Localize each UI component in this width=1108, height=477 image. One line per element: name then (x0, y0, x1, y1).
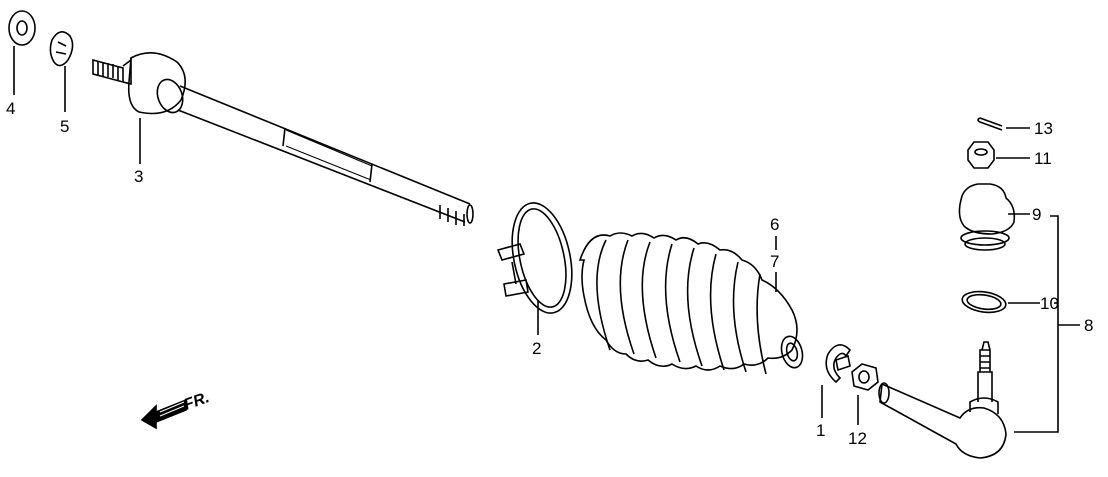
rack-end-part-3 (92, 52, 474, 226)
callout-2: 2 (532, 339, 542, 358)
boot-clamp-part-2 (496, 202, 573, 335)
callout-1: 1 (816, 421, 826, 440)
clip-part-1 (821, 344, 852, 418)
callout-11: 11 (1034, 149, 1052, 168)
front-direction-arrow-icon (140, 397, 187, 430)
dust-seal-part-9 (958, 183, 1030, 251)
tie-rod-end-part-8 (878, 341, 1007, 459)
clip-ring-part-10 (961, 290, 1040, 314)
nut-part-12 (851, 363, 879, 425)
castle-nut-part-11 (967, 141, 1030, 169)
callout-5: 5 (60, 117, 70, 136)
callout-9: 9 (1032, 205, 1042, 224)
lock-washer-part-5 (49, 31, 74, 112)
callout-10: 10 (1040, 294, 1059, 313)
callout-13: 13 (1034, 119, 1053, 138)
callout-7: 7 (770, 252, 780, 271)
callout-12: 12 (848, 429, 867, 448)
washer-part-4 (8, 10, 36, 95)
callout-bracket-8 (1014, 215, 1080, 433)
callout-6: 6 (770, 215, 780, 234)
steering-boot-part-6-7 (578, 232, 804, 375)
callout-3: 3 (134, 167, 144, 186)
callout-8: 8 (1084, 316, 1094, 335)
callout-4: 4 (6, 99, 16, 118)
cotter-pin-part-13 (977, 117, 1030, 131)
